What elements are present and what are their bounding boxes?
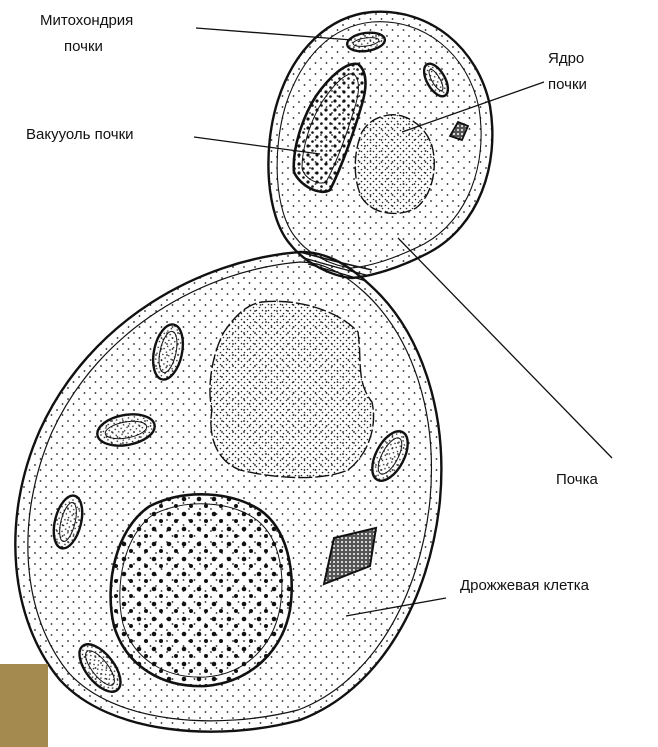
label-bud-nucleus-line1: Ядро <box>548 50 584 68</box>
label-bud-vacuole: Вакууоль почки <box>26 126 134 144</box>
corner-color-block <box>0 664 48 747</box>
yeast-cell-nucleus <box>210 301 374 477</box>
label-bud-mitochondrion-line2: почки <box>64 38 103 56</box>
label-bud-nucleus-line2: почки <box>548 76 587 94</box>
label-yeast-cell: Дрожжевая клетка <box>460 577 589 595</box>
bud <box>268 12 492 281</box>
bud-nucleus <box>355 115 434 214</box>
yeast-cell-vacuole <box>111 494 292 686</box>
label-bud: Почка <box>556 471 598 489</box>
yeast-cell <box>15 252 441 732</box>
label-bud-mitochondrion-line1: Митохондрия <box>40 12 133 30</box>
